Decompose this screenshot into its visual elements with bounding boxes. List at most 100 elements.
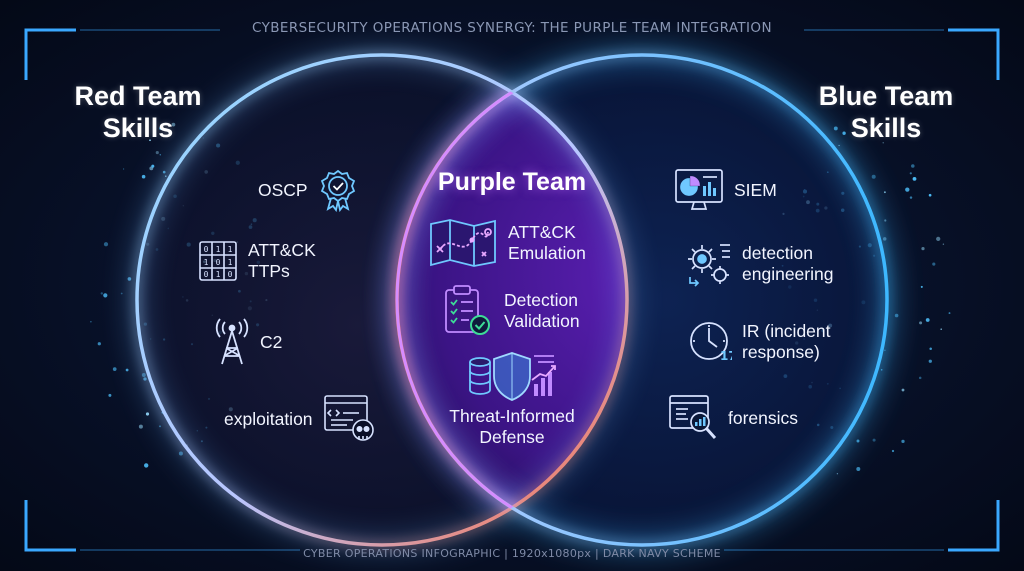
purple-item-label: Detection Validation [504,290,580,331]
red-team-title-line-1: Red Team [74,81,202,111]
blue-item-label: forensics [728,407,799,428]
particle-dot [90,321,92,323]
particle-dot [901,439,905,444]
particle-dot [159,154,161,156]
particle-dot [103,293,108,298]
particle-dot [928,359,932,363]
blue-team-title-line-1: Blue Team [818,81,954,111]
monitor-dashboard-icon [674,168,724,212]
svg-text:1: 1 [228,258,233,267]
red-item-label: ATT&CK TTPs [248,240,316,281]
particle-dot [100,292,103,295]
attack-map-icon [428,218,498,268]
red-team-ring [135,53,629,547]
particle-dot [151,164,155,168]
purple-team-title: Purple Team [437,168,587,196]
code-skull-icon [323,394,375,444]
particle-dot [901,388,905,392]
svg-text:0: 0 [216,258,221,267]
particle-dot [836,473,839,475]
red-team-title: Red Team Skills [48,80,228,144]
particle-dot [918,376,922,380]
particle-dot [948,312,951,315]
particle-dot [884,219,887,222]
particle-dot [159,425,161,428]
particle-dot [842,131,846,135]
particle-dot [932,262,936,266]
blue-item-label: SIEM [734,179,777,200]
particle-dot [911,164,915,168]
red-item-c2: C2 [214,318,282,366]
particle-dot [856,467,861,471]
particle-dot [97,342,101,346]
antenna-tower-icon [214,318,250,366]
blue-item-incident-response: 17 IR (incident response) [688,320,831,364]
particle-dot [921,247,925,251]
svg-text:1: 1 [228,245,233,254]
particle-dot [125,368,129,372]
particle-dot [872,438,876,442]
checklist-clipboard-icon [442,284,494,338]
purple-lens-edge-right [395,55,627,545]
blue-item-forensics: forensics [668,394,798,442]
particle-dot [141,174,146,179]
particle-dot [856,439,860,443]
red-item-label: exploitation [224,408,313,429]
particle-dot [929,347,932,350]
blue-item-detection-engineering: detection engineering [684,241,833,287]
particle-dot [112,367,117,371]
svg-text:1: 1 [216,245,221,254]
svg-text:0: 0 [204,270,209,279]
particle-dot [936,236,941,242]
particle-dot [149,139,151,142]
particle-dot [144,463,149,468]
gears-icon [684,241,732,287]
particle-dot [920,285,923,288]
particle-dot [120,292,123,295]
particle-dot [905,187,910,192]
particle-dot [883,191,886,194]
purple-item-detection-validation: Detection Validation [442,284,580,338]
red-item-attack-ttps: 0 1 1 1 0 1 0 1 0 ATT&CK TTPs [198,240,316,282]
particle-dot [928,193,932,197]
clock-icon: 17 [688,320,732,364]
red-team-title-line-2: Skills [102,113,174,143]
particle-dot [155,151,159,155]
particle-dot [122,168,125,170]
svg-text:17: 17 [720,349,732,363]
page-title: CYBERSECURITY OPERATIONS SYNERGY: THE PU… [252,20,772,36]
badge-icon [318,168,358,212]
red-item-oscp: OSCP [258,168,358,212]
footer-caption: CYBER OPERATIONS INFOGRAPHIC | 1920x1080… [303,547,721,560]
particle-dot [168,132,170,134]
red-item-label: OSCP [258,179,308,200]
particle-dot [145,412,150,416]
particle-dot [108,393,112,397]
particle-dot [925,318,930,322]
particle-dot [159,126,163,130]
blue-team-title-line-2: Skills [850,113,922,143]
purple-item-label: Threat-Informed Defense [449,406,575,447]
particle-dot [833,126,838,131]
blue-team-title: Blue Team Skills [796,80,976,144]
red-item-exploitation: exploitation [224,394,375,444]
particle-dot [871,174,876,179]
svg-text:0: 0 [228,270,233,279]
particle-dot [103,242,109,247]
blue-item-siem: SIEM [674,168,777,212]
particle-dot [138,424,143,429]
purple-item-attack-emulation: ATT&CK Emulation [428,218,586,268]
particle-dot [882,142,884,144]
particle-dot [894,313,899,318]
particle-dot [940,328,942,330]
blue-item-label: detection engineering [742,243,834,284]
shield-database-chart-icon [466,350,558,404]
particle-dot [919,321,923,325]
svg-text:1: 1 [204,258,209,267]
purple-item-threat-informed-defense: Threat-Informed Defense [432,350,592,448]
purple-item-label: ATT&CK Emulation [508,222,586,263]
particle-dot [909,196,913,199]
particle-dot [891,449,895,453]
